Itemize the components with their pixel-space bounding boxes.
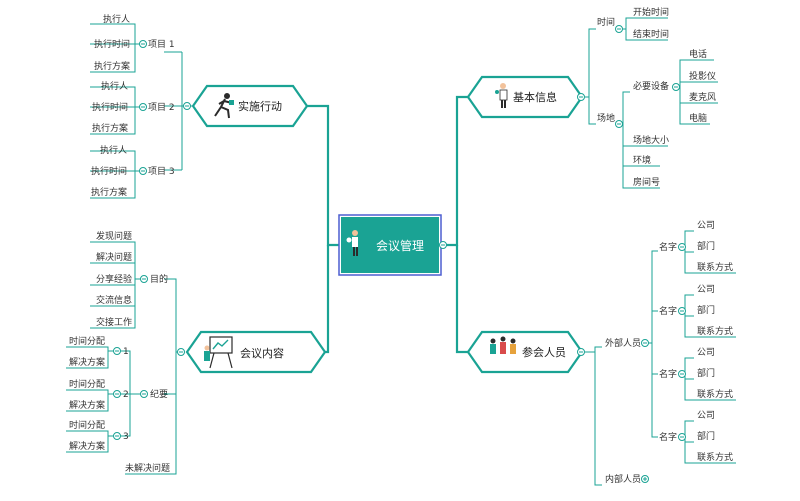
- collapse-toggle[interactable]: [678, 243, 686, 251]
- name-label: 名字: [659, 368, 677, 380]
- collapse-toggle[interactable]: [183, 102, 191, 110]
- topic-content-label: 会议内容: [240, 346, 284, 360]
- topic-people-label: 参会人员: [522, 345, 566, 359]
- external-label: 外部人员: [605, 337, 641, 349]
- collapse-toggle[interactable]: [140, 390, 148, 398]
- name-item: 部门: [697, 430, 715, 442]
- equipment-item: 电脑: [689, 112, 707, 124]
- project-3-label: 项目 3: [148, 166, 175, 177]
- collapse-toggle[interactable]: [140, 275, 148, 283]
- equipment-label: 必要设备: [633, 80, 669, 92]
- collapse-toggle[interactable]: [577, 348, 585, 356]
- people-group-icon: [490, 336, 516, 354]
- collapse-toggle[interactable]: [672, 83, 680, 91]
- collapse-toggle[interactable]: [678, 370, 686, 378]
- venue-item: 环境: [633, 154, 651, 166]
- presenter-icon: [346, 230, 358, 256]
- topic-action[interactable]: [191, 84, 309, 128]
- collapse-toggle[interactable]: [139, 40, 147, 48]
- minutes-group-label: 2: [123, 390, 129, 400]
- project-3-item: 执行方案: [91, 186, 127, 198]
- name-item: 联系方式: [697, 388, 733, 400]
- project-1-label: 项目 1: [148, 39, 175, 50]
- goal-item: 发现问题: [96, 230, 132, 242]
- center-topic[interactable]: 会议管理: [338, 214, 447, 276]
- name-item: 联系方式: [697, 261, 733, 273]
- goal-item: 解决问题: [96, 251, 132, 263]
- equipment-item: 电话: [689, 48, 707, 60]
- project-2-item: 执行方案: [92, 122, 128, 134]
- collapse-toggle[interactable]: [113, 347, 121, 355]
- name-label: 名字: [659, 305, 677, 317]
- time-item: 结束时间: [633, 28, 669, 40]
- project-2-label: 项目 2: [148, 102, 175, 113]
- name-item: 联系方式: [697, 451, 733, 463]
- project-1-item: 执行人: [103, 13, 130, 25]
- collapse-toggle[interactable]: [641, 339, 649, 347]
- project-1-item: 执行方案: [94, 60, 130, 72]
- branch-info: 基本信息 时间 开始时间 结束时间 场地 必要设备 电话 投影仪 麦克风 电脑 …: [466, 6, 718, 189]
- goal-item: 分享经验: [96, 273, 132, 285]
- center-topic-label: 会议管理: [376, 238, 424, 253]
- name-item: 公司: [697, 410, 715, 421]
- branch-content: 会议内容 目的 发现问题 解决问题 分享经验 交流信息 交接工作 纪要 1 时间…: [66, 230, 327, 475]
- project-3-item: 执行人: [100, 144, 127, 156]
- running-person-icon: [214, 93, 234, 119]
- collapse-toggle[interactable]: [577, 93, 585, 101]
- presentation-board-icon: [204, 336, 233, 369]
- unresolved-label: 未解决问题: [125, 462, 170, 474]
- goal-item: 交接工作: [96, 316, 132, 328]
- collapse-toggle[interactable]: [615, 120, 623, 128]
- minutes-item: 时间分配: [69, 335, 105, 347]
- venue-item: 房间号: [633, 176, 660, 188]
- collapse-toggle[interactable]: [139, 167, 147, 175]
- collapse-toggle[interactable]: [139, 103, 147, 111]
- collapse-toggle[interactable]: [439, 241, 447, 249]
- name-item: 部门: [697, 367, 715, 379]
- goal-label: 目的: [150, 273, 168, 285]
- topic-info-label: 基本信息: [513, 90, 557, 104]
- collapse-toggle[interactable]: [113, 390, 121, 398]
- speaker-person-icon: [495, 83, 508, 108]
- minutes-label: 纪要: [150, 388, 168, 400]
- project-2-item: 执行时间: [92, 101, 128, 113]
- equipment-item: 麦克风: [689, 91, 716, 103]
- minutes-group-label: 3: [123, 432, 129, 442]
- name-item: 联系方式: [697, 325, 733, 337]
- minutes-group-label: 1: [123, 347, 129, 357]
- name-item: 公司: [697, 284, 715, 295]
- collapse-toggle[interactable]: [615, 25, 623, 33]
- time-item: 开始时间: [633, 6, 669, 18]
- collapse-toggle[interactable]: [113, 432, 121, 440]
- minutes-item: 解决方案: [69, 399, 105, 411]
- name-item: 公司: [697, 347, 715, 358]
- collapse-toggle[interactable]: [678, 433, 686, 441]
- expand-toggle[interactable]: [641, 475, 649, 483]
- minutes-item: 时间分配: [69, 378, 105, 390]
- collapse-toggle[interactable]: [678, 307, 686, 315]
- project-2-item: 执行人: [101, 80, 128, 92]
- name-label: 名字: [659, 431, 677, 443]
- goal-item: 交流信息: [96, 294, 132, 306]
- project-3-item: 执行时间: [91, 165, 127, 177]
- collapse-toggle[interactable]: [177, 348, 185, 356]
- name-label: 名字: [659, 241, 677, 253]
- branch-action: 实施行动 项目 1 执行人 执行时间 执行方案 项目 2 执行人 执行时间 执行…: [90, 13, 309, 199]
- name-item: 部门: [697, 304, 715, 316]
- venue-item: 场地大小: [633, 134, 669, 146]
- minutes-item: 解决方案: [69, 440, 105, 452]
- minutes-item: 解决方案: [69, 356, 105, 368]
- branch-people: 参会人员 外部人员 名字 公司 部门 联系方式 名字 公司 部门 联系方式 名字…: [466, 220, 736, 486]
- minutes-item: 时间分配: [69, 419, 105, 431]
- venue-label: 场地: [597, 112, 615, 124]
- name-item: 部门: [697, 240, 715, 252]
- name-item: 公司: [697, 220, 715, 231]
- time-label: 时间: [597, 16, 615, 28]
- equipment-item: 投影仪: [689, 70, 716, 82]
- project-1-item: 执行时间: [94, 38, 130, 50]
- internal-label: 内部人员: [605, 473, 641, 485]
- topic-action-label: 实施行动: [238, 99, 282, 113]
